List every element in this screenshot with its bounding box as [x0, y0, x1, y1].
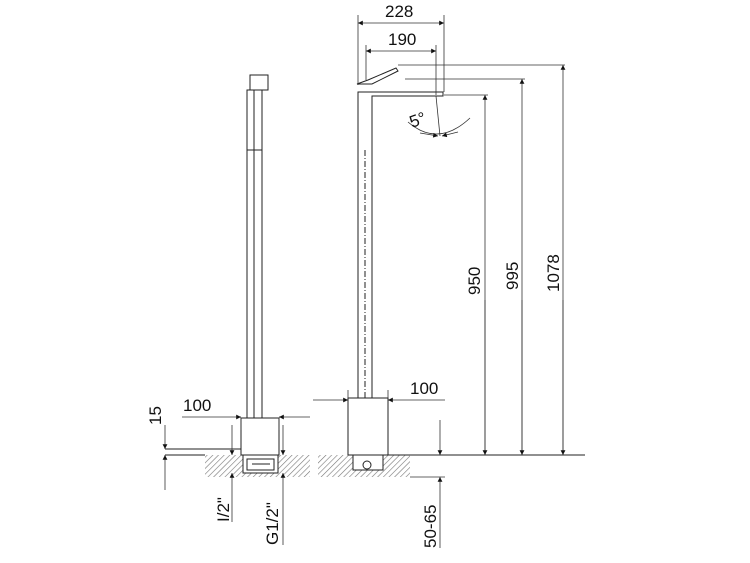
side-view: 100 15 I/2" G1/2": [146, 74, 310, 545]
dim-base-width-left: 100: [183, 396, 211, 415]
dim-base-width-right: 100: [410, 379, 438, 398]
base-side: [240, 417, 280, 456]
dim-height-total: 1078: [544, 254, 563, 292]
dim-inlet-left: I/2": [214, 497, 233, 522]
spout-body: [357, 91, 444, 399]
dim-spout-reach-total: 228: [385, 2, 413, 21]
dim-height-spout: 995: [503, 262, 522, 290]
handle-lever: [356, 67, 399, 85]
dim-spout-reach: 190: [388, 30, 416, 49]
spout-cap: [249, 74, 269, 91]
dim-angle: 5°: [407, 108, 429, 131]
dim-base-height: 15: [146, 406, 165, 425]
base-front: [347, 397, 389, 456]
dim-floor-depth: 50-65: [421, 505, 440, 548]
dim-height-outlet: 950: [465, 267, 484, 295]
dim-inlet-right: G1/2": [263, 502, 282, 545]
front-view: 228 190 5° 950 995 1078 100 50-65: [313, 2, 585, 548]
